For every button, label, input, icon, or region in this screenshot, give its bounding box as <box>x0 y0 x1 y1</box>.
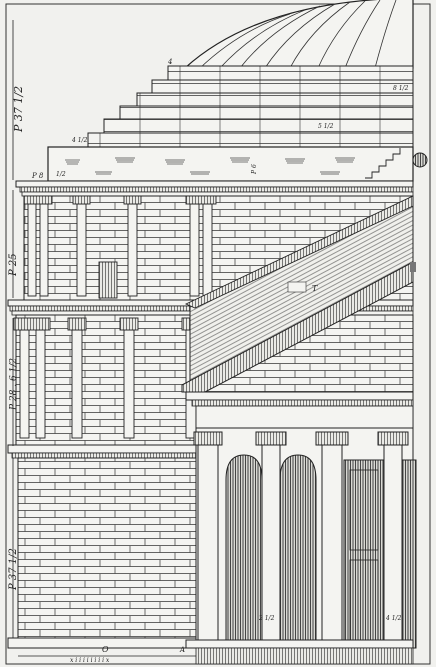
annotation-base-o: O <box>102 645 109 654</box>
annotation-attic-vertical: P 6 <box>251 164 258 175</box>
upper-cornice <box>15 180 414 197</box>
annotation-step-left: 4 1/2 <box>71 137 88 144</box>
stepped-rings <box>87 65 414 148</box>
dimension-top-tier: P 37 1/2 <box>12 86 25 133</box>
dimension-middle-story: P 28 . 6 1/2 <box>9 358 19 411</box>
annotation-step-right: 8 1/2 <box>393 85 409 92</box>
dome <box>183 0 414 69</box>
attic-band <box>47 146 428 182</box>
annotation-attic-mid: 1/2 <box>56 171 66 178</box>
dimension-lines <box>12 20 196 657</box>
lower-cornice <box>7 444 201 459</box>
lower-story <box>7 457 197 649</box>
portico-entablature <box>185 391 414 429</box>
annotation-opening-mark: T <box>312 284 318 293</box>
portico-columns <box>185 427 417 665</box>
annotation-scale: x i i i i i i i i x <box>70 657 110 664</box>
annotation-column-right: 4 1/2 <box>385 615 402 622</box>
dimension-lower-story: P 37 1/2 <box>8 548 19 591</box>
dimension-upper-story: P 25 <box>8 253 19 277</box>
annotation-step-top: 4 <box>167 58 172 66</box>
annotation-base-a: A <box>179 646 185 654</box>
annotation-column-left: 2 1/2 <box>258 615 275 622</box>
annotation-step-mid: 5 1/2 <box>318 123 334 130</box>
portico-roof <box>181 195 416 393</box>
annotation-attic-left: P 8 <box>31 172 44 180</box>
